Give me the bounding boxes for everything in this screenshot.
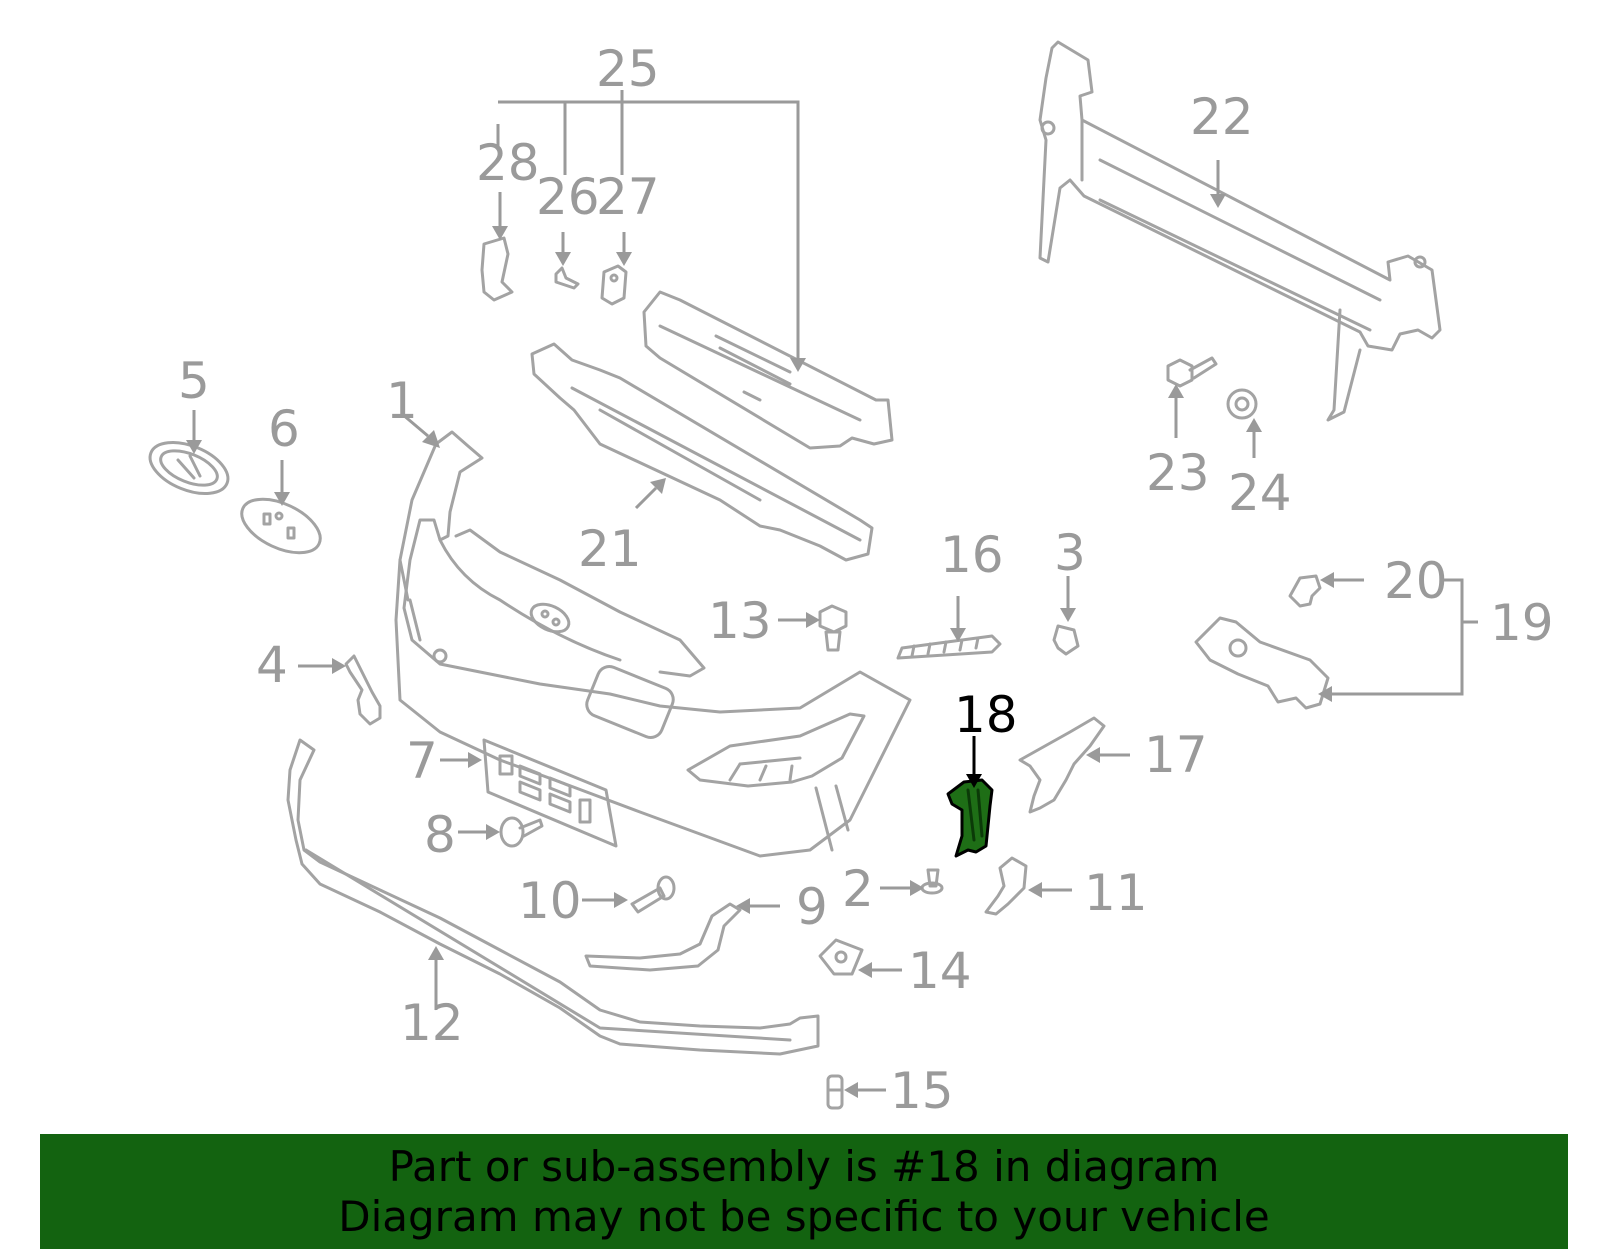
callout-24: 24 bbox=[1228, 464, 1292, 522]
part-6-emblem-base bbox=[240, 497, 322, 555]
part-28-bracket bbox=[480, 236, 514, 302]
callout-19: 19 bbox=[1490, 594, 1554, 652]
part-13-bolt bbox=[818, 604, 848, 652]
part-11-bracket bbox=[984, 856, 1028, 916]
part-23-bolt bbox=[1166, 356, 1218, 388]
part-9-garnish bbox=[584, 902, 742, 972]
callout-13: 13 bbox=[708, 592, 772, 650]
part-14-nut bbox=[818, 938, 864, 976]
callout-6: 6 bbox=[268, 400, 300, 458]
part-2-screw bbox=[920, 868, 944, 895]
callout-18: 18 bbox=[954, 686, 1018, 744]
callout-11: 11 bbox=[1084, 864, 1148, 922]
part-25-absorber-upper bbox=[642, 290, 894, 450]
part-1-bumper-cover bbox=[394, 430, 912, 858]
part-18-highlighted bbox=[946, 778, 994, 858]
leader-lines bbox=[186, 160, 1478, 1098]
callout-labels: 1 2 3 4 5 6 7 8 9 10 11 12 13 14 15 16 1… bbox=[178, 40, 1554, 1120]
part-10-bolt bbox=[630, 875, 676, 914]
part-7-license-bracket bbox=[482, 738, 618, 848]
callout-25-bracket bbox=[496, 90, 800, 360]
banner-line-1: Part or sub-assembly is #18 in diagram bbox=[388, 1141, 1220, 1191]
part-3-clip bbox=[1052, 624, 1080, 656]
callout-15: 15 bbox=[890, 1062, 954, 1120]
part-26-clip bbox=[554, 266, 580, 290]
callout-26: 26 bbox=[536, 168, 600, 226]
callout-25: 25 bbox=[596, 40, 660, 98]
callout-21: 21 bbox=[578, 520, 642, 578]
part-15-pin bbox=[826, 1074, 844, 1110]
info-banner: Part or sub-assembly is #18 in diagram D… bbox=[40, 1134, 1568, 1249]
callout-5: 5 bbox=[178, 352, 210, 410]
callout-1: 1 bbox=[386, 372, 418, 430]
callout-17: 17 bbox=[1144, 726, 1208, 784]
part-20-clip bbox=[1288, 574, 1322, 608]
part-17-bracket bbox=[1018, 716, 1106, 814]
callout-8: 8 bbox=[424, 806, 456, 864]
part-19-bracket bbox=[1194, 616, 1330, 710]
part-24-nut bbox=[1226, 388, 1258, 420]
callout-9: 9 bbox=[796, 878, 828, 936]
part-22-bumper-beam bbox=[1038, 40, 1442, 422]
part-21-absorber-lower bbox=[530, 342, 874, 562]
callout-22: 22 bbox=[1190, 88, 1254, 146]
part-27-retainer bbox=[600, 264, 628, 306]
banner-line-2: Diagram may not be specific to your vehi… bbox=[338, 1191, 1270, 1241]
callout-4: 4 bbox=[256, 636, 288, 694]
callout-14: 14 bbox=[908, 942, 972, 1000]
part-12-lower-lip bbox=[286, 738, 820, 1056]
callout-20: 20 bbox=[1384, 552, 1448, 610]
callout-16: 16 bbox=[940, 526, 1004, 584]
callout-10: 10 bbox=[518, 872, 582, 930]
callout-3: 3 bbox=[1054, 524, 1086, 582]
diagram-canvas: 1 2 3 4 5 6 7 8 9 10 11 12 13 14 15 16 1… bbox=[148, 40, 1554, 1120]
part-4-bracket bbox=[344, 654, 382, 726]
callout-27: 27 bbox=[596, 168, 660, 226]
callout-2: 2 bbox=[842, 860, 874, 918]
callout-7: 7 bbox=[406, 732, 438, 790]
part-8-clip bbox=[499, 816, 544, 848]
callout-28: 28 bbox=[476, 134, 540, 192]
callout-23: 23 bbox=[1146, 444, 1210, 502]
part-16-strip bbox=[896, 634, 1002, 660]
callout-12: 12 bbox=[400, 994, 464, 1052]
